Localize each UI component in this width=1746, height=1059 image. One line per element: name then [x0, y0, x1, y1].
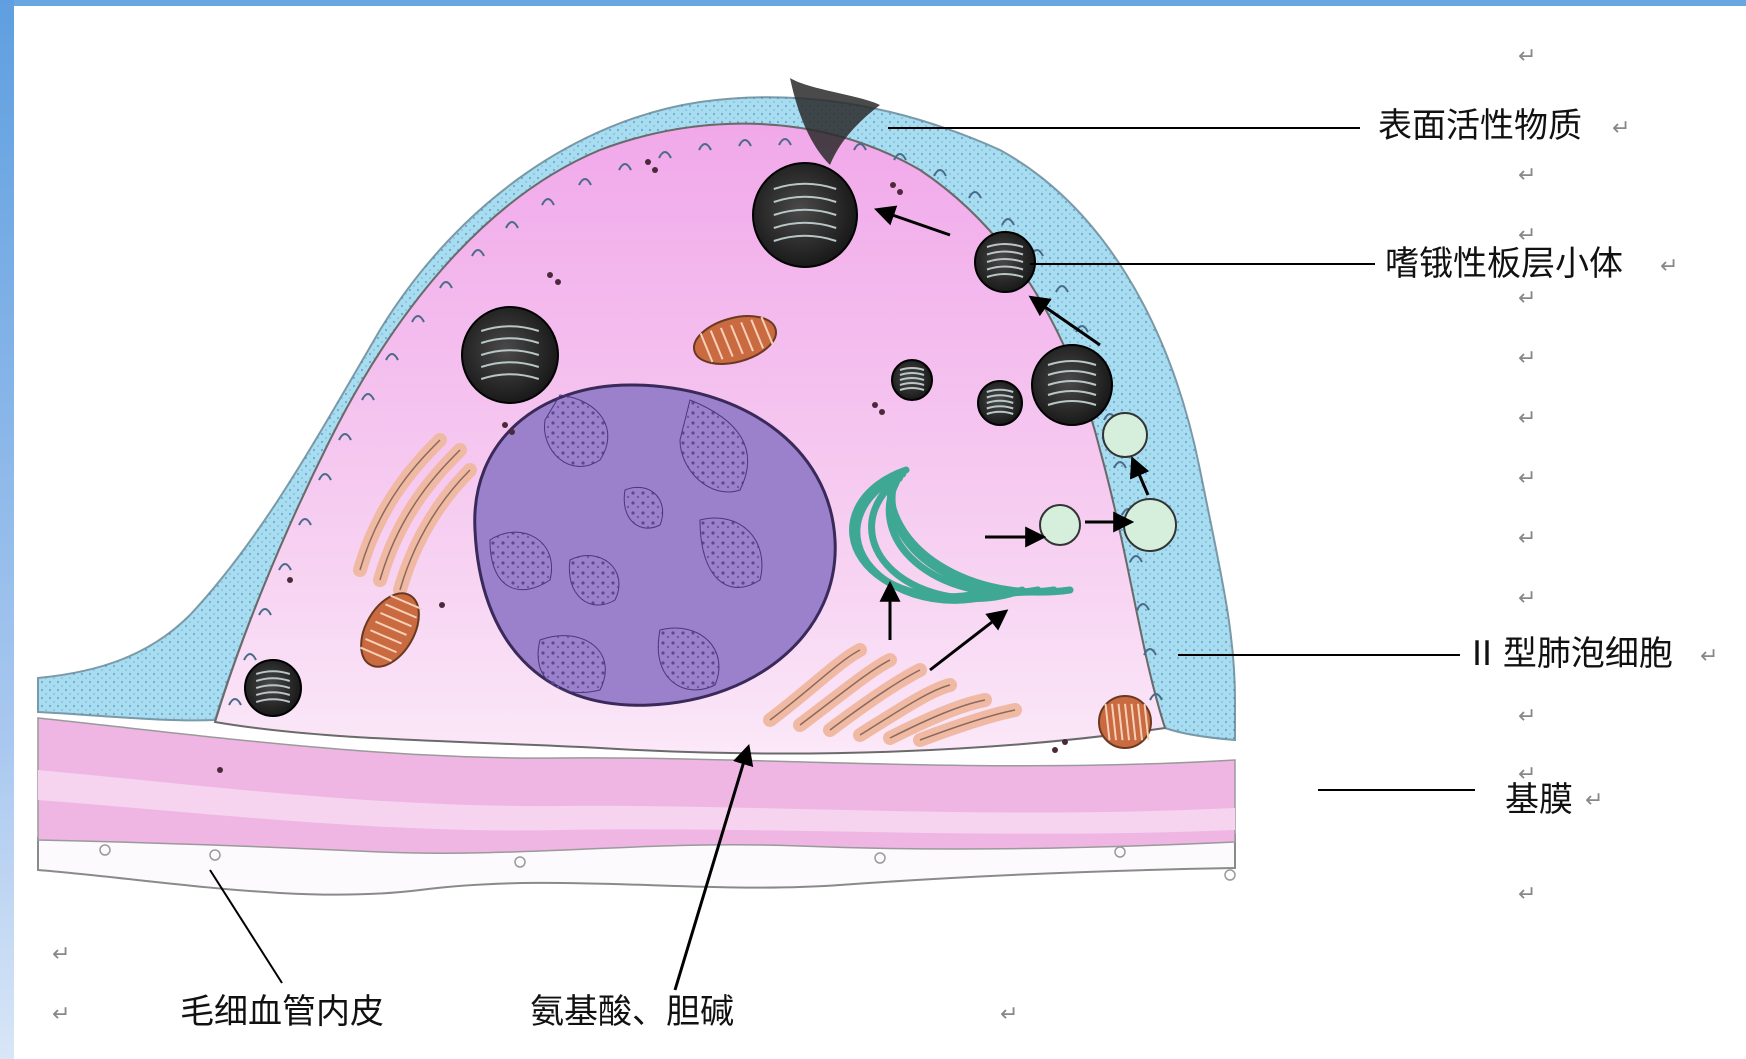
return-mark: ↵	[1518, 165, 1536, 187]
return-mark: ↵	[1660, 256, 1678, 278]
return-mark: ↵	[1518, 408, 1536, 430]
return-mark: ↵	[1518, 288, 1536, 310]
return-mark: ↵	[1518, 764, 1536, 786]
return-mark: ↵	[1518, 588, 1536, 610]
lamellar-body	[245, 660, 301, 716]
return-mark: ↵	[1585, 790, 1603, 812]
label-capillary-endothelium: 毛细血管内皮	[180, 992, 384, 1032]
return-mark: ↵	[1518, 468, 1536, 490]
return-mark: ↵	[1700, 646, 1718, 668]
lamellar-body	[975, 232, 1035, 292]
lamellar-body	[462, 307, 558, 403]
lamellar-body	[1032, 345, 1112, 425]
return-mark: ↵	[1612, 118, 1630, 140]
label-lamellar-body: 嗜锇性板层小体	[1385, 244, 1623, 284]
return-mark: ↵	[1000, 1004, 1018, 1026]
lamellar-body	[753, 163, 857, 267]
return-mark: ↵	[1518, 348, 1536, 370]
return-mark: ↵	[52, 1004, 70, 1026]
return-mark: ↵	[52, 944, 70, 966]
return-mark: ↵	[1518, 46, 1536, 68]
lamellar-body	[978, 381, 1022, 425]
label-type2-cell: II 型肺泡细胞	[1472, 634, 1673, 674]
lamellar-body	[892, 360, 932, 400]
return-mark: ↵	[1518, 225, 1536, 247]
return-mark: ↵	[1518, 706, 1536, 728]
label-surfactant: 表面活性物质	[1378, 106, 1582, 146]
return-mark: ↵	[1518, 884, 1536, 906]
label-amino-choline: 氨基酸、胆碱	[530, 992, 734, 1032]
return-mark: ↵	[1518, 528, 1536, 550]
label-basement-membrane: 基膜	[1505, 780, 1573, 820]
nucleus	[475, 385, 835, 705]
mitochondrion	[1099, 696, 1151, 748]
